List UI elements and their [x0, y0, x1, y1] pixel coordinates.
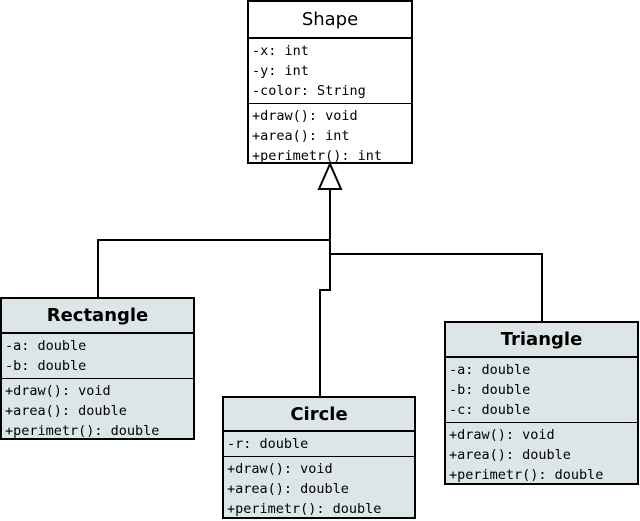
class-circle-methods: +draw(): void +area(): double +perimetr(…	[224, 457, 414, 521]
class-triangle-methods: +draw(): void +area(): double +perimetr(…	[446, 423, 637, 487]
method: +perimetr(): double	[227, 501, 382, 517]
method: +area(): int	[252, 128, 350, 144]
class-triangle-name: Triangle	[446, 323, 637, 358]
method: +draw(): void	[227, 461, 333, 477]
attribute: -r: double	[227, 436, 309, 452]
attribute: -a: double	[5, 338, 87, 354]
generalization-arrowhead	[317, 161, 343, 190]
inheritance-line-circle	[319, 254, 331, 397]
method: +area(): double	[227, 481, 349, 497]
class-rectangle-name: Rectangle	[2, 299, 193, 334]
inheritance-line-triangle	[330, 253, 543, 322]
attribute: -y: int	[252, 63, 309, 79]
method: +draw(): void	[449, 427, 555, 443]
class-triangle-attributes: -a: double -b: double -c: double	[446, 358, 637, 423]
method: +perimetr(): double	[5, 423, 160, 439]
class-rectangle-attributes: -a: double -b: double	[2, 334, 193, 379]
attribute: -b: double	[449, 382, 531, 398]
attribute: -b: double	[5, 358, 87, 374]
inheritance-line-rectangle	[97, 239, 330, 298]
class-circle-attributes: -r: double	[224, 432, 414, 457]
class-shape[interactable]: Shape -x: int -y: int -color: String +dr…	[247, 0, 413, 164]
class-rectangle[interactable]: Rectangle -a: double -b: double +draw():…	[0, 297, 195, 440]
method: +draw(): void	[252, 108, 358, 124]
class-rectangle-methods: +draw(): void +area(): double +perimetr(…	[2, 379, 193, 443]
class-shape-methods: +draw(): void +area(): int +perimetr(): …	[249, 104, 411, 168]
class-shape-attributes: -x: int -y: int -color: String	[249, 39, 411, 104]
method: +perimetr(): double	[449, 467, 604, 483]
attribute: -a: double	[449, 362, 531, 378]
method: +perimetr(): int	[252, 148, 383, 164]
attribute: -color: String	[252, 83, 366, 99]
class-shape-name: Shape	[249, 2, 411, 39]
method: +draw(): void	[5, 383, 111, 399]
class-circle[interactable]: Circle -r: double +draw(): void +area():…	[222, 396, 416, 519]
attribute: -x: int	[252, 43, 309, 59]
class-circle-name: Circle	[224, 398, 414, 432]
method: +area(): double	[449, 447, 571, 463]
class-triangle[interactable]: Triangle -a: double -b: double -c: doubl…	[444, 321, 639, 485]
attribute: -c: double	[449, 402, 531, 418]
method: +area(): double	[5, 403, 127, 419]
